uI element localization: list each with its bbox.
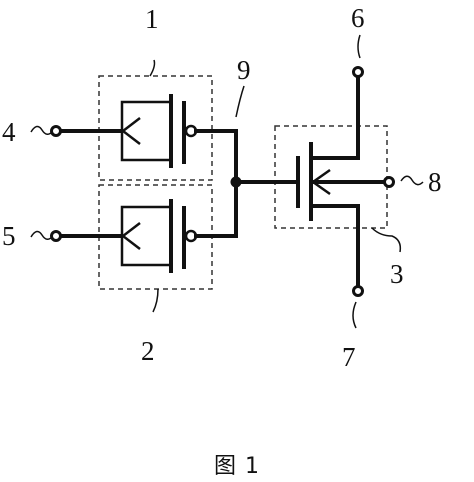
label-1: 1 (145, 4, 159, 34)
label-6: 6 (351, 3, 365, 33)
label-5: 5 (2, 221, 16, 251)
figure-caption: 图 1 (214, 454, 260, 479)
box-3 (274, 125, 388, 229)
transistor-2 (57, 180, 238, 273)
leader-1 (149, 59, 156, 77)
leader-4 (30, 125, 54, 135)
leader-3 (371, 227, 402, 253)
label-2: 2 (141, 336, 155, 366)
terminal-4 (50, 125, 62, 137)
leader-5 (30, 230, 54, 240)
leader-8 (400, 175, 424, 186)
label-9: 9 (237, 55, 251, 85)
label-7: 7 (342, 342, 356, 372)
terminal-5 (50, 230, 62, 242)
transistor-1 (57, 94, 238, 184)
terminal-7 (352, 285, 364, 297)
terminal-6 (352, 66, 364, 78)
label-3: 3 (390, 259, 404, 289)
leader-7 (352, 301, 357, 329)
terminal-8 (383, 176, 395, 188)
leader-9 (235, 85, 245, 118)
leader-6 (357, 34, 361, 59)
label-4: 4 (2, 117, 16, 147)
box-1 (98, 75, 213, 181)
label-8: 8 (428, 167, 442, 197)
transistor-3 (296, 74, 387, 288)
leader-2 (152, 288, 159, 313)
